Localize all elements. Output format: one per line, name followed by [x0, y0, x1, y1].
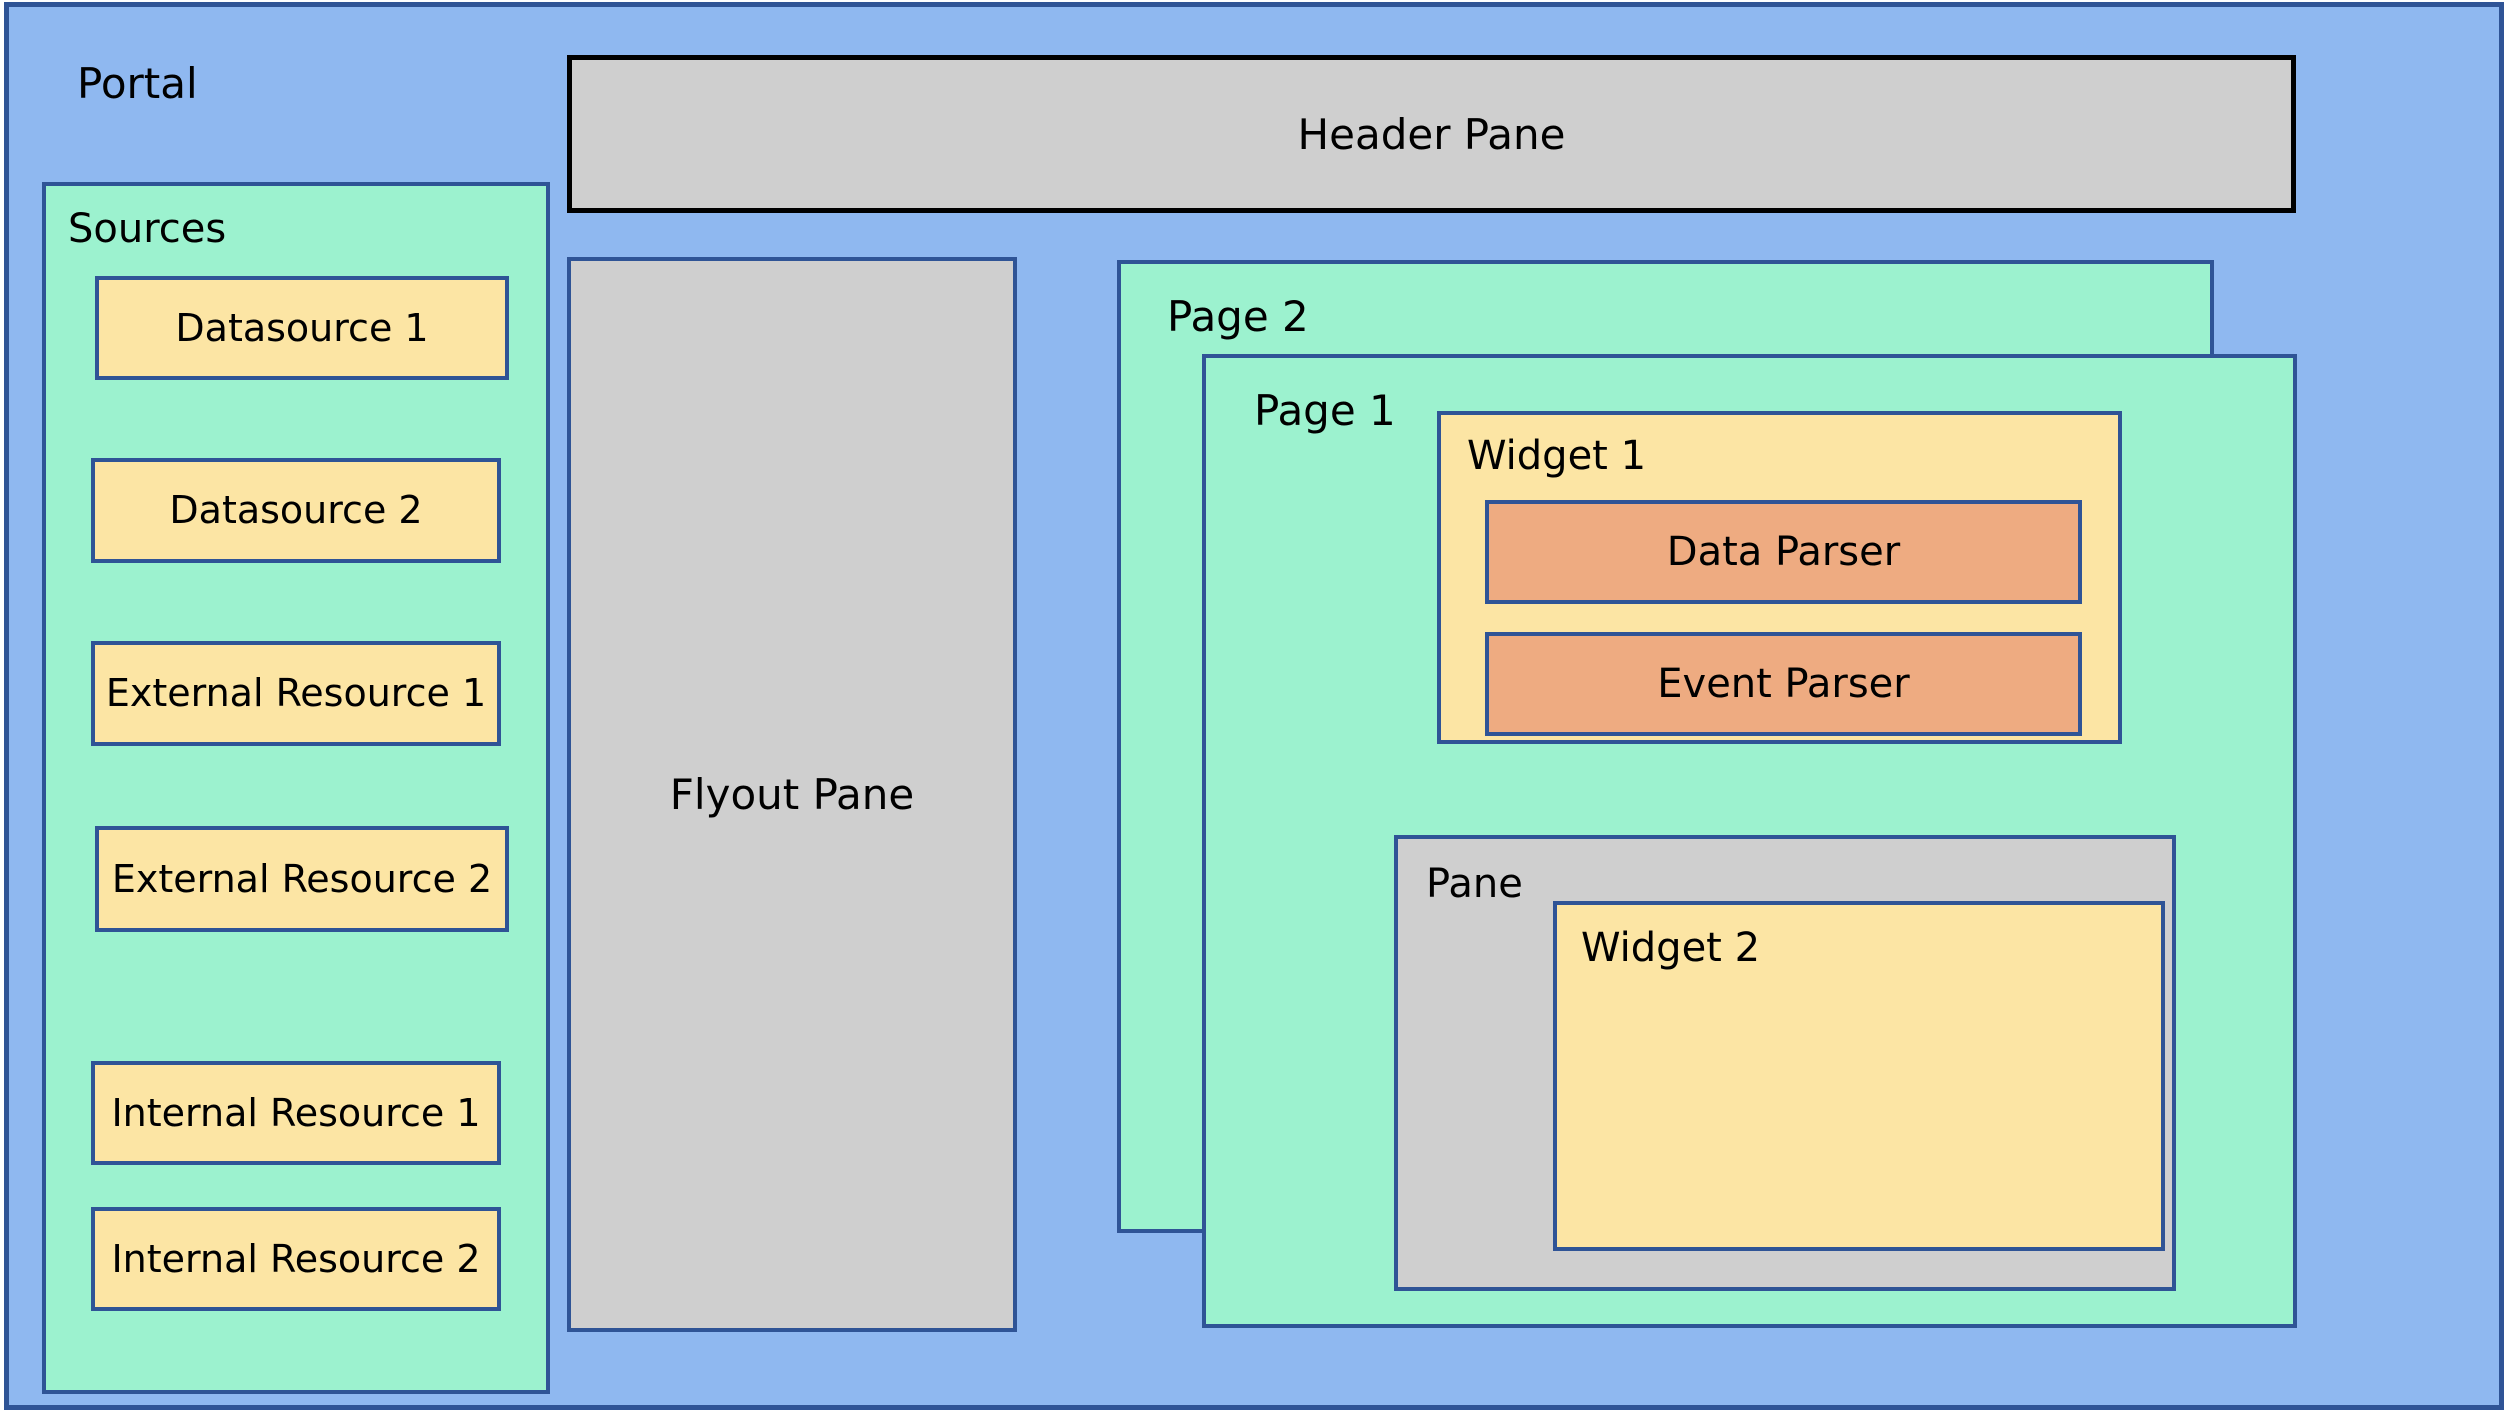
source-item[interactable]: Internal Resource 2 [91, 1207, 501, 1311]
data-parser-box: Data Parser [1485, 500, 2082, 604]
source-item-label: External Resource 2 [111, 856, 493, 901]
source-item[interactable]: External Resource 1 [91, 641, 501, 746]
data-parser-label: Data Parser [1666, 529, 1901, 575]
widget-1-container: Widget 1 Data Parser Event Parser [1437, 411, 2122, 744]
pane-title: Pane [1426, 861, 1523, 907]
widget-1-title: Widget 1 [1467, 433, 1647, 479]
portal-title: Portal [77, 59, 198, 108]
source-item[interactable]: Datasource 2 [91, 458, 501, 563]
portal-container: Portal Sources Datasource 1 Datasource 2 E… [4, 2, 2504, 1410]
header-pane-label: Header Pane [1297, 109, 1566, 159]
source-item-label: Datasource 1 [175, 305, 429, 350]
sources-container: Sources Datasource 1 Datasource 2 External… [42, 182, 550, 1394]
event-parser-label: Event Parser [1657, 661, 1910, 707]
page-2-title: Page 2 [1167, 292, 1309, 341]
source-item-label: External Resource 1 [105, 671, 487, 716]
source-item[interactable]: Internal Resource 1 [91, 1061, 501, 1165]
page-1-title: Page 1 [1254, 386, 1396, 435]
flyout-pane-label: Flyout Pane [669, 770, 915, 819]
source-item[interactable]: External Resource 2 [95, 826, 509, 932]
source-item-label: Internal Resource 2 [111, 1236, 481, 1281]
source-item-label: Internal Resource 1 [111, 1090, 481, 1135]
flyout-pane: Flyout Pane [567, 257, 1017, 1332]
source-item-label: Datasource 2 [169, 488, 423, 533]
widget-2-title: Widget 2 [1581, 925, 1761, 971]
pane-container: Pane Widget 2 [1394, 835, 2176, 1291]
source-item[interactable]: Datasource 1 [95, 276, 509, 380]
widget-2-container: Widget 2 [1553, 901, 2165, 1251]
sources-title: Sources [68, 206, 227, 252]
event-parser-box: Event Parser [1485, 632, 2082, 736]
page-1-container[interactable]: Page 1 Widget 1 Data Parser Event Parser… [1202, 354, 2297, 1328]
header-pane: Header Pane [567, 55, 2296, 213]
